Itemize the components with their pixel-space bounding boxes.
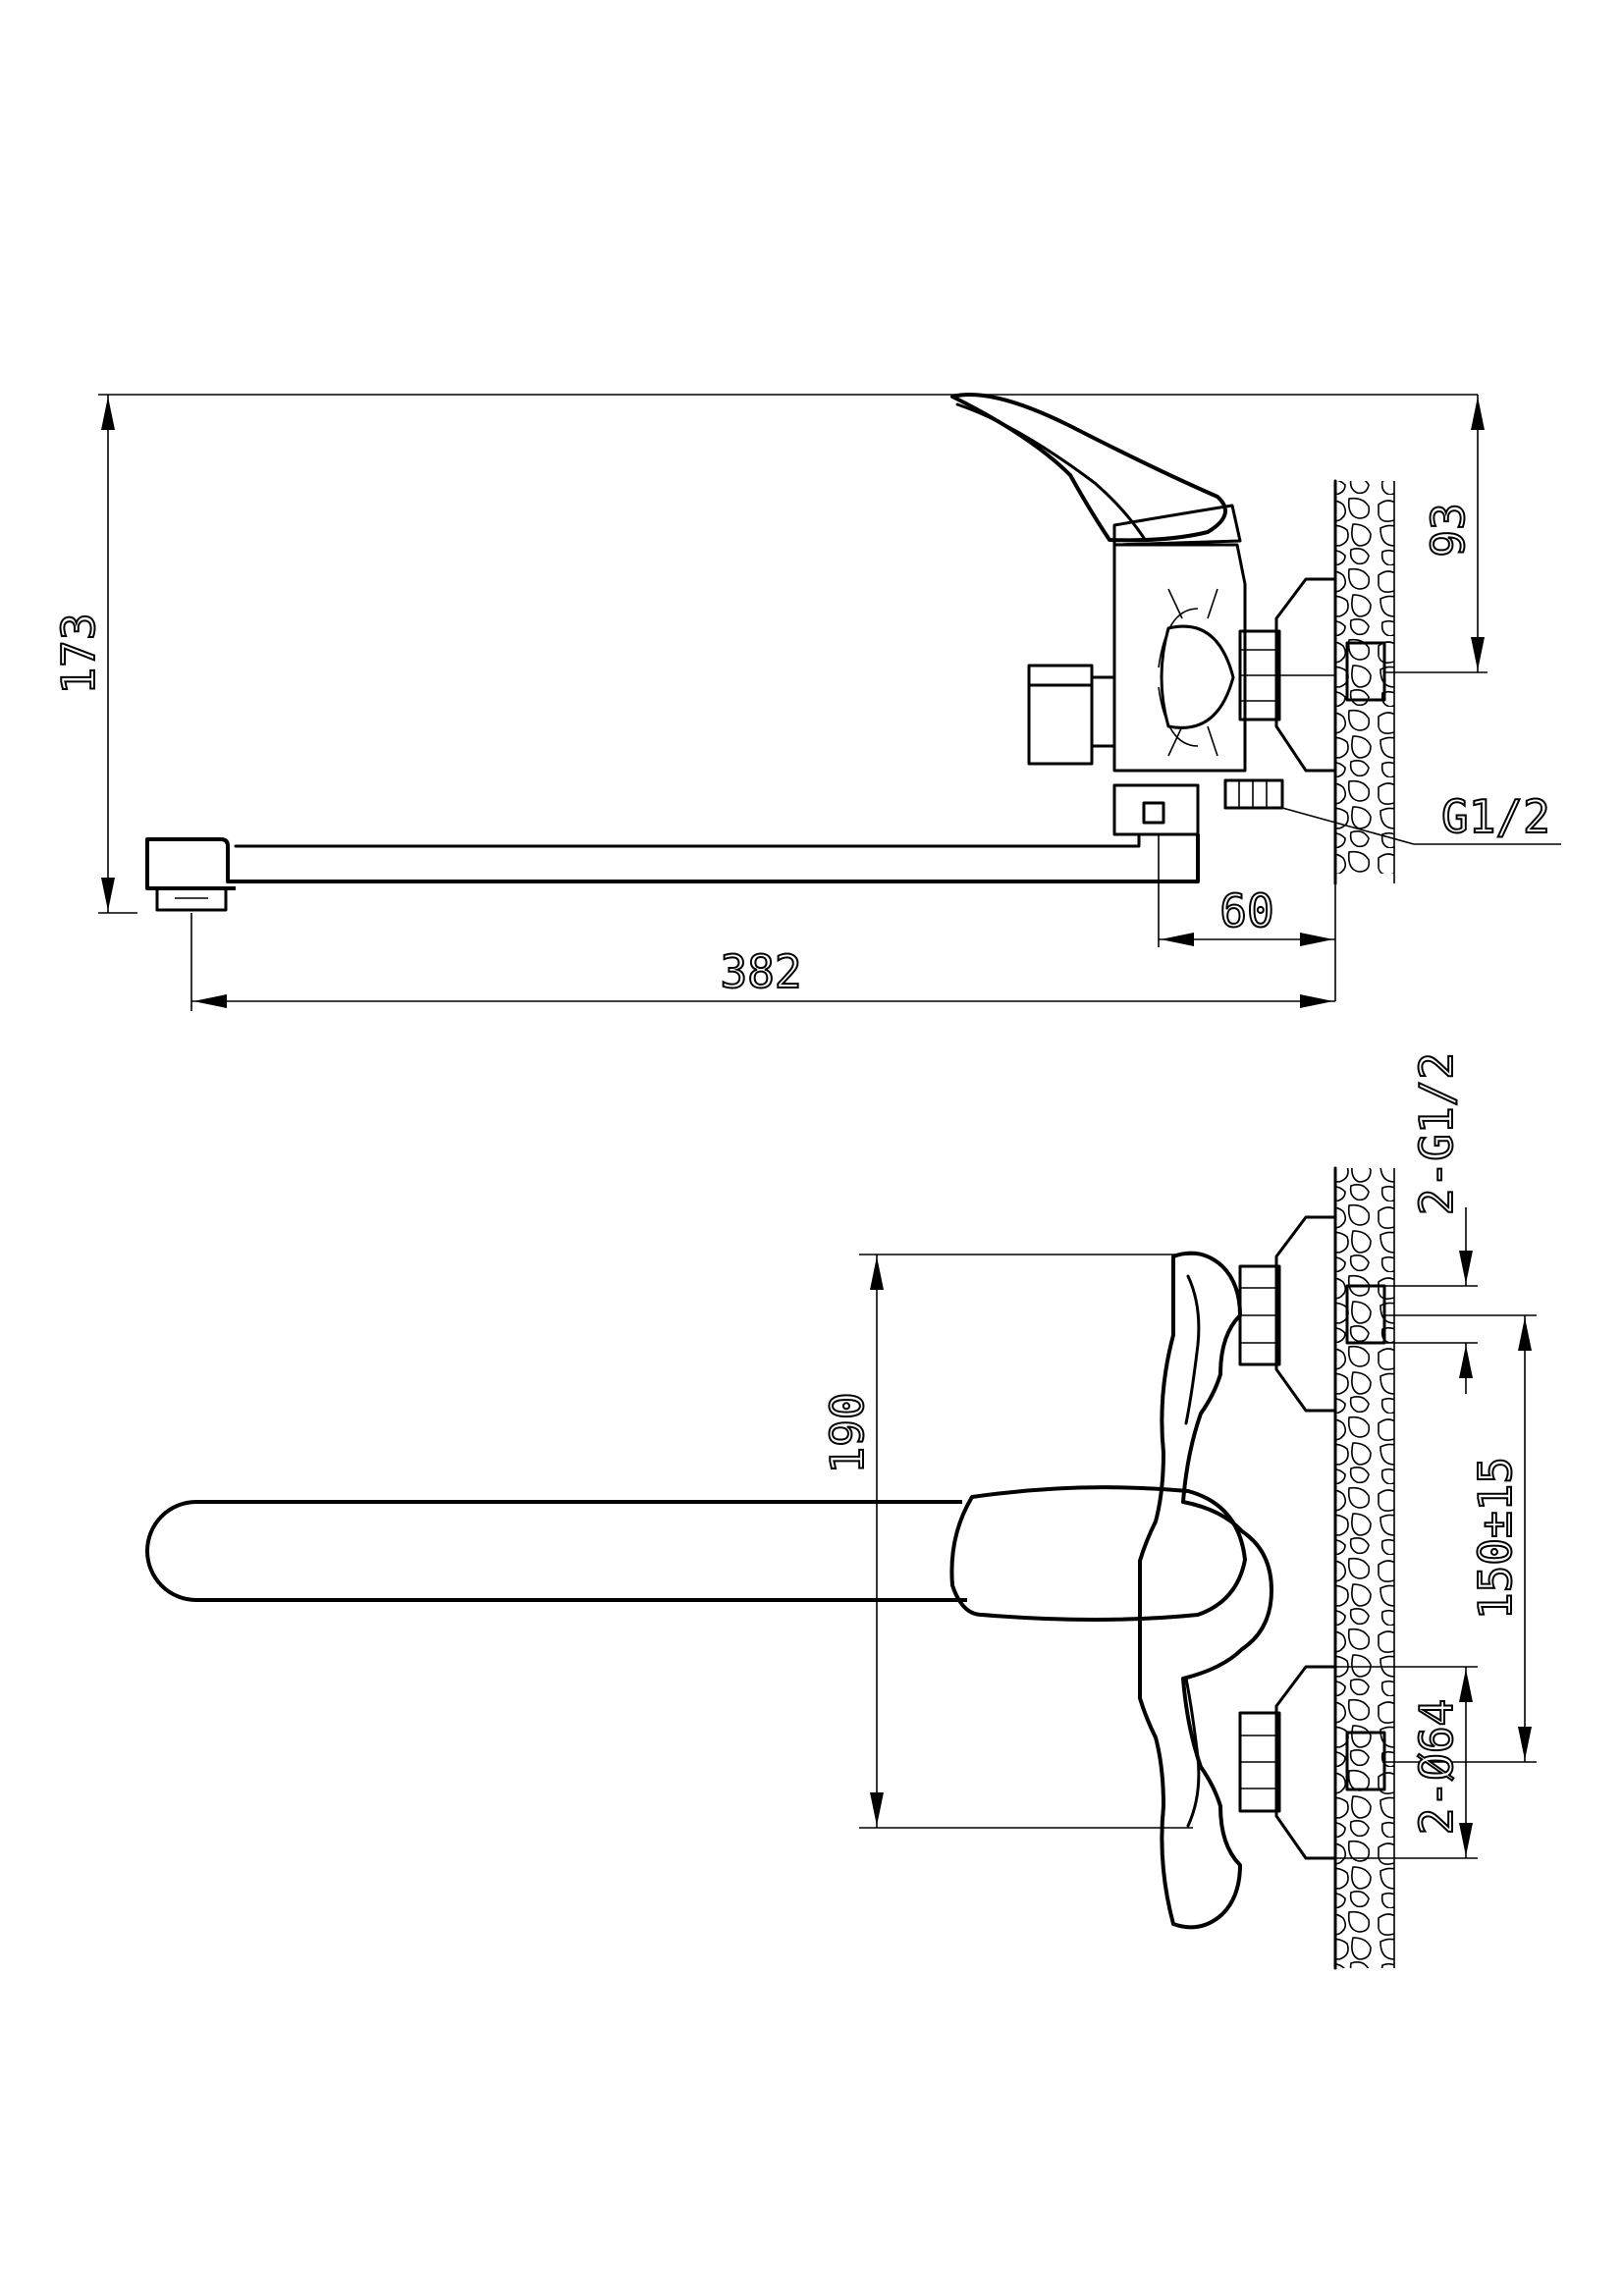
dim-382-label: 382 [720, 945, 801, 998]
inlet-pipe-side [1345, 641, 1386, 702]
thread-label-front: 2-G1/2 [1410, 1052, 1463, 1215]
dim-150: 150±15 [1384, 1314, 1537, 1763]
dim-2-g12: 2-G1/2 [1384, 1051, 1478, 1394]
dim-93-label: 93 [1422, 503, 1475, 557]
dim-60-label: 60 [1219, 884, 1273, 937]
dim-190: 190 [820, 1254, 1193, 1829]
dim-93: 93 [1384, 395, 1488, 673]
mixer-body-front [1138, 1251, 1273, 1930]
hex-nut-side [1238, 629, 1335, 721]
dim-2-phi64: 2-Ø64 [1335, 1666, 1478, 1859]
spout-front [145, 1500, 967, 1602]
thread-label-side: G1/2 [1441, 790, 1550, 843]
dim-382: 382 [190, 913, 1335, 1011]
shower-outlet [1223, 778, 1284, 810]
lever-handle-front [949, 1485, 1247, 1622]
spout-connector [1112, 783, 1200, 836]
dim-190-label: 190 [821, 1392, 874, 1473]
dim-60: 60 [1158, 834, 1336, 1001]
spout-side [145, 834, 1200, 890]
upper-inlet [1238, 1215, 1386, 1413]
wall-flange-side [1274, 577, 1337, 773]
dim-173: 173 [51, 394, 1478, 914]
dim-173-label: 173 [52, 613, 105, 694]
flange-label: 2-Ø64 [1410, 1699, 1463, 1835]
aerator [155, 886, 228, 912]
front-view: 190 2-G1/2 150±15 2-Ø6 [145, 1051, 1537, 1970]
lever-handle-side [950, 393, 1227, 543]
leader-g12-side: G1/2 [1281, 789, 1561, 845]
mixer-body-side [1112, 543, 1247, 773]
lower-inlet [1238, 1665, 1386, 1860]
side-view: 173 93 G1/2 60 [51, 393, 1561, 1011]
diverter-button [1027, 664, 1116, 766]
dim-150-label: 150±15 [1469, 1457, 1522, 1620]
